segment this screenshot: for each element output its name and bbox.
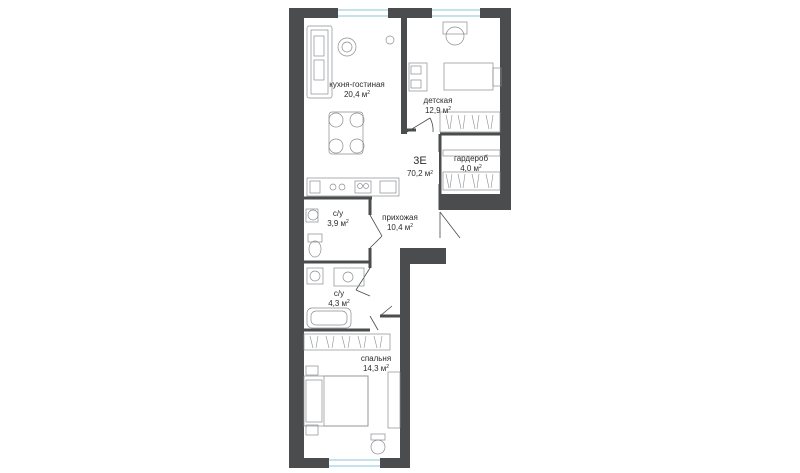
wardrobe-bottom-wall (440, 194, 510, 210)
room-area: 14,3 м2 (362, 364, 390, 373)
room-name: детская (423, 96, 453, 105)
partition-living-kids (401, 8, 407, 134)
apartment-total-area: 70,2 м2 (406, 169, 434, 178)
bedroom-dresser (387, 371, 401, 429)
top-wall-right (480, 8, 510, 18)
sofa (306, 25, 333, 99)
double-bed (303, 375, 369, 427)
windows (329, 9, 480, 467)
dining-table (328, 111, 364, 155)
nightstand-bottom (305, 424, 319, 436)
bedroom-wardrobe (303, 333, 391, 351)
room-name: гардероб (453, 154, 489, 163)
bedroom-right-wall (400, 250, 410, 468)
sink-1 (307, 209, 319, 221)
wardrobe-rack-top (442, 149, 501, 157)
toilet-1 (307, 233, 323, 243)
room-name: спальня (360, 354, 392, 363)
room-label-wardrobe: гардероб 4,0 м2 (454, 154, 488, 174)
washer (306, 267, 324, 285)
bottom-wall-right (380, 458, 410, 468)
sink-2 (333, 267, 365, 287)
armchair-round (337, 37, 357, 57)
room-area: 4,0 м2 (460, 164, 482, 173)
top-wall-center (388, 8, 432, 18)
wardrobe-rack-bottom (442, 171, 501, 191)
room-area: 20,4 м2 (343, 90, 371, 99)
room-area: 3,9 м2 (327, 219, 349, 228)
room-label-bedroom: спальня 14,3 м2 (361, 354, 391, 374)
room-area: 12,9 м2 (424, 106, 452, 115)
room-label-living: кухня-гостиная 20,4 м2 (329, 80, 385, 100)
bottom-wall-left (289, 458, 329, 468)
kids-chair (445, 26, 465, 46)
room-name: с/у (333, 289, 345, 298)
interior-walls (304, 128, 510, 332)
wardrobe-hatching (309, 114, 494, 349)
right-wall-top (500, 8, 511, 210)
bathtub (306, 307, 352, 329)
room-name: с/у (332, 209, 344, 218)
room-label-bath1: с/у 3,9 м2 (327, 209, 349, 229)
room-label-hall: прихожая 10,4 м2 (382, 213, 418, 233)
room-area: 4,3 м2 (328, 299, 350, 308)
kids-bed (443, 62, 494, 91)
kitchen-counter (306, 177, 400, 197)
floor-lamp (385, 35, 395, 45)
apartment-code: 3E (413, 155, 427, 167)
walls (289, 8, 511, 468)
kids-desk (408, 62, 428, 92)
hall-right-wall (400, 248, 446, 264)
nightstand-top (305, 365, 319, 376)
room-area: 10,4 м2 (386, 223, 414, 232)
bedroom-chair (370, 439, 386, 455)
left-wall (289, 8, 304, 468)
top-wall-left (289, 8, 338, 18)
room-label-kids: детская 12,9 м2 (424, 96, 453, 116)
room-name: кухня-гостиная (329, 80, 385, 89)
kids-wardrobe (439, 111, 501, 133)
room-name: прихожая (382, 213, 418, 222)
apartment-badge: 3E 70,2 м2 (401, 152, 439, 184)
room-label-bath2: с/у 4,3 м2 (328, 289, 350, 309)
furniture (303, 21, 502, 455)
